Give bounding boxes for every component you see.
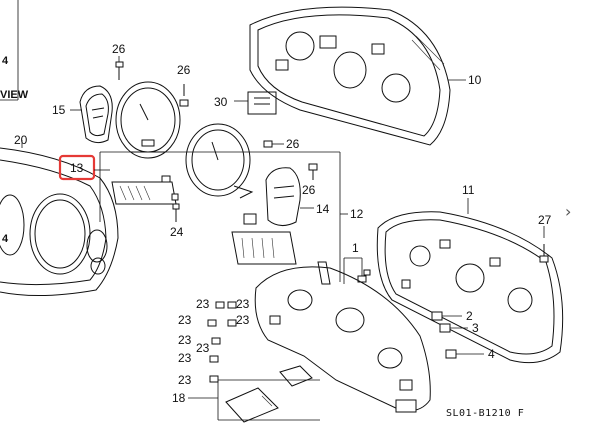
edge-view-text: VIEW bbox=[0, 89, 29, 101]
part-10-meter-case bbox=[249, 6, 466, 146]
callout-26-c: 26 bbox=[286, 137, 300, 151]
part-27-screw bbox=[539, 226, 549, 263]
part-3-socket bbox=[439, 323, 468, 333]
previous-view-fragment: 4 VIEW bbox=[0, 0, 29, 101]
part-24-screw bbox=[172, 203, 180, 222]
part-speedometer-dial bbox=[115, 81, 181, 159]
callout-3: 3 bbox=[472, 321, 479, 335]
part-1-bulb bbox=[343, 257, 371, 284]
callout-18: 18 bbox=[172, 391, 186, 405]
callout-14: 14 bbox=[316, 202, 330, 216]
part-18-harness bbox=[188, 365, 320, 423]
bracket-12 bbox=[99, 151, 348, 282]
part-23-bulbs bbox=[207, 301, 237, 383]
chevron-right-icon[interactable]: › bbox=[565, 202, 577, 222]
part-tachometer-dial bbox=[185, 123, 254, 199]
callout-26-b: 26 bbox=[177, 63, 191, 77]
diagram-code: SL01-B1210 F bbox=[446, 408, 524, 419]
part-26-screw-top bbox=[115, 56, 124, 80]
callout-23-d: 23 bbox=[236, 313, 250, 327]
callout-30: 30 bbox=[214, 95, 228, 109]
callout-23-b: 23 bbox=[236, 297, 250, 311]
part-13-meter-assembly: 13 bbox=[58, 154, 110, 181]
callout-10: 10 bbox=[468, 73, 482, 87]
part-4-socket bbox=[445, 349, 484, 359]
callout-1: 1 bbox=[352, 241, 359, 255]
part-26-screw-small bbox=[179, 84, 189, 107]
part-2-bulb bbox=[431, 311, 462, 321]
callout-4: 4 bbox=[488, 347, 495, 361]
callout-23-f: 23 bbox=[178, 351, 192, 365]
edge-label-top: 4 bbox=[2, 55, 9, 67]
part-14-gauge-unit bbox=[265, 167, 314, 226]
callout-2: 2 bbox=[466, 309, 473, 323]
edge-label-mid: 4 bbox=[2, 233, 9, 245]
callout-24: 24 bbox=[170, 225, 184, 239]
callout-20: 20 bbox=[14, 133, 28, 147]
next-arrow-glyph: › bbox=[565, 202, 572, 221]
callout-13: 13 bbox=[70, 161, 84, 175]
part-connector-block bbox=[231, 213, 297, 265]
callout-23-g: 23 bbox=[178, 373, 192, 387]
part-11-circuit-board bbox=[376, 198, 564, 364]
callout-23-e: 23 bbox=[178, 333, 192, 347]
callout-23-c: 23 bbox=[178, 313, 192, 327]
part-26-screw-mid bbox=[263, 140, 284, 148]
callout-23-a: 23 bbox=[196, 297, 210, 311]
callout-26-a: 26 bbox=[112, 42, 126, 56]
callout-26-d: 26 bbox=[302, 183, 316, 197]
part-30-module bbox=[234, 91, 277, 115]
callout-27: 27 bbox=[538, 213, 552, 227]
part-printed-circuit-main bbox=[254, 261, 431, 413]
callout-11: 11 bbox=[462, 183, 475, 197]
part-15-gauge-housing bbox=[70, 85, 113, 144]
part-20-meter-visor: 4 bbox=[0, 140, 119, 297]
part-26-screw-right bbox=[308, 163, 318, 180]
callout-12: 12 bbox=[350, 207, 364, 221]
callout-15: 15 bbox=[52, 103, 66, 117]
part-module-board bbox=[111, 175, 179, 205]
callout-23-h: 23 bbox=[196, 341, 210, 355]
